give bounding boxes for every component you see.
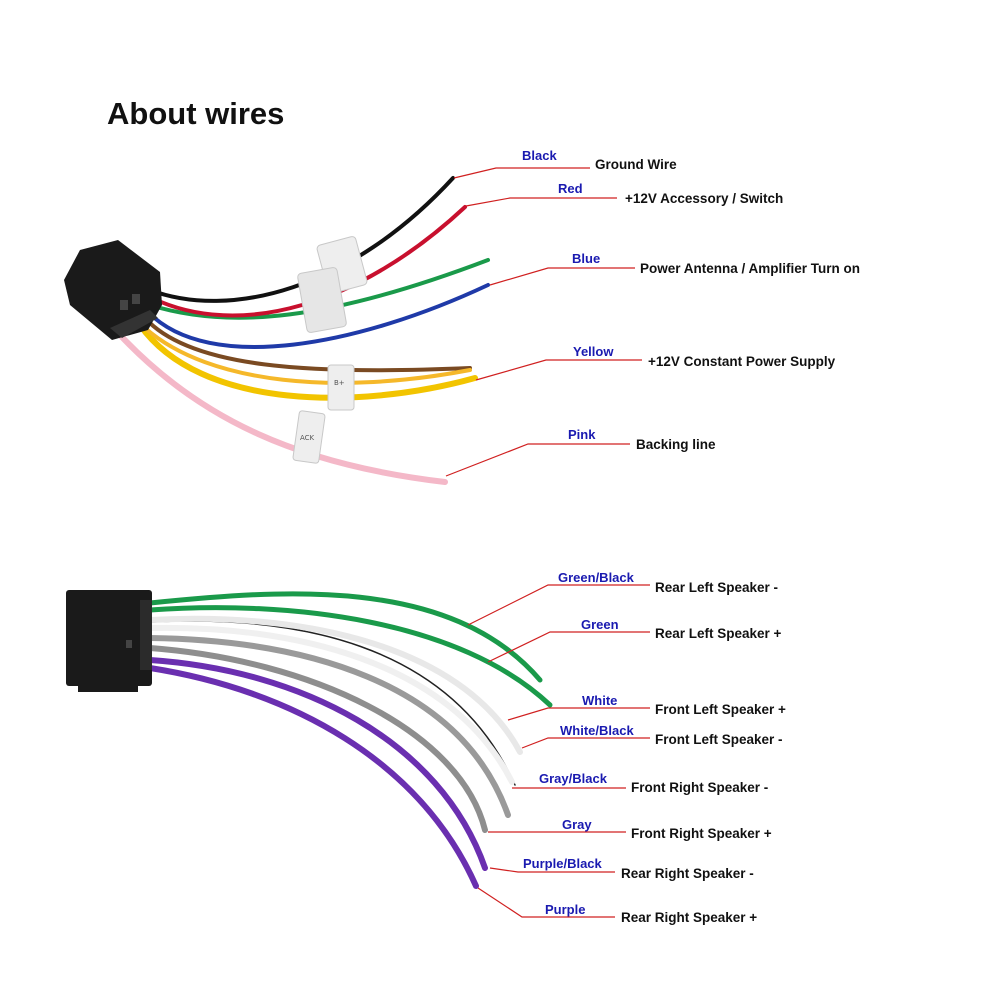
function-label-accessory: +12V Accessory / Switch — [625, 191, 783, 206]
wire-tag: B+ — [327, 364, 355, 411]
function-label-rear-right-neg: Rear Right Speaker - — [621, 866, 754, 881]
function-label-backing: Backing line — [636, 437, 716, 452]
wire-black — [148, 176, 455, 303]
speaker-labels: Green/Black Rear Left Speaker - Green Re… — [467, 570, 786, 925]
color-label-gray: Gray — [562, 817, 592, 832]
function-label-rear-right-pos: Rear Right Speaker + — [621, 910, 757, 925]
color-label-white-black: White/Black — [560, 723, 634, 738]
wire-gray-black — [147, 635, 511, 818]
wire-tag — [297, 267, 347, 333]
color-label-white: White — [582, 693, 617, 708]
leader-purple-black — [489, 867, 615, 873]
wire-white-black-body — [147, 624, 515, 785]
leader-purple — [477, 887, 615, 918]
leader-pink — [445, 443, 630, 477]
leader-yellow — [475, 359, 642, 381]
leader-green — [487, 631, 650, 663]
wire-pink — [117, 332, 448, 485]
wire-brown-unlabeled — [143, 316, 472, 373]
function-label-front-left-pos: Front Left Speaker + — [655, 702, 786, 717]
function-label-front-left-neg: Front Left Speaker - — [655, 732, 783, 747]
wire-tag: ACK — [292, 410, 326, 464]
power-labels: Black Ground Wire Red +12V Accessory / S… — [445, 148, 860, 477]
color-label-red: Red — [558, 181, 583, 196]
power-connector — [64, 240, 162, 340]
function-label-front-right-pos: Front Right Speaker + — [631, 826, 772, 841]
wire-green — [147, 605, 553, 708]
color-label-gray-black: Gray/Black — [539, 771, 608, 786]
wire-white-black — [149, 620, 516, 786]
power-harness: B+ ACK — [64, 176, 490, 485]
leader-red — [465, 197, 617, 207]
color-label-black: Black — [522, 148, 557, 163]
leader-white — [507, 707, 650, 721]
leader-black — [453, 167, 590, 179]
wire-blue — [146, 283, 490, 349]
color-label-purple-black: Purple/Black — [523, 856, 603, 871]
wire-yellow-2 — [143, 326, 472, 385]
wire-green-black — [147, 591, 543, 683]
wire-tag-text: ACK — [300, 434, 315, 442]
speaker-connector — [66, 590, 152, 692]
color-label-green-black: Green/Black — [558, 570, 635, 585]
wire-white — [147, 615, 523, 755]
wire-gray — [147, 645, 488, 833]
function-label-antenna: Power Antenna / Amplifier Turn on — [640, 261, 860, 276]
function-label-constant-power: +12V Constant Power Supply — [648, 354, 836, 369]
leader-blue — [489, 267, 635, 286]
color-label-pink: Pink — [568, 427, 596, 442]
page-title: About wires — [107, 96, 284, 131]
wire-green-unlabeled — [148, 258, 490, 320]
leader-white-black — [521, 737, 650, 749]
color-label-blue: Blue — [572, 251, 600, 266]
wire-purple — [147, 665, 479, 889]
wire-tag-text: B+ — [334, 379, 345, 387]
wire-purple-black — [147, 657, 488, 871]
wire-yellow — [137, 322, 478, 401]
speaker-harness — [66, 590, 553, 889]
leader-green-black — [467, 584, 650, 626]
function-label-ground: Ground Wire — [595, 157, 677, 172]
function-label-rear-left-pos: Rear Left Speaker + — [655, 626, 782, 641]
color-label-yellow: Yellow — [573, 344, 614, 359]
function-label-rear-left-neg: Rear Left Speaker - — [655, 580, 778, 595]
color-label-purple: Purple — [545, 902, 585, 917]
function-label-front-right-neg: Front Right Speaker - — [631, 780, 768, 795]
color-label-green: Green — [581, 617, 619, 632]
